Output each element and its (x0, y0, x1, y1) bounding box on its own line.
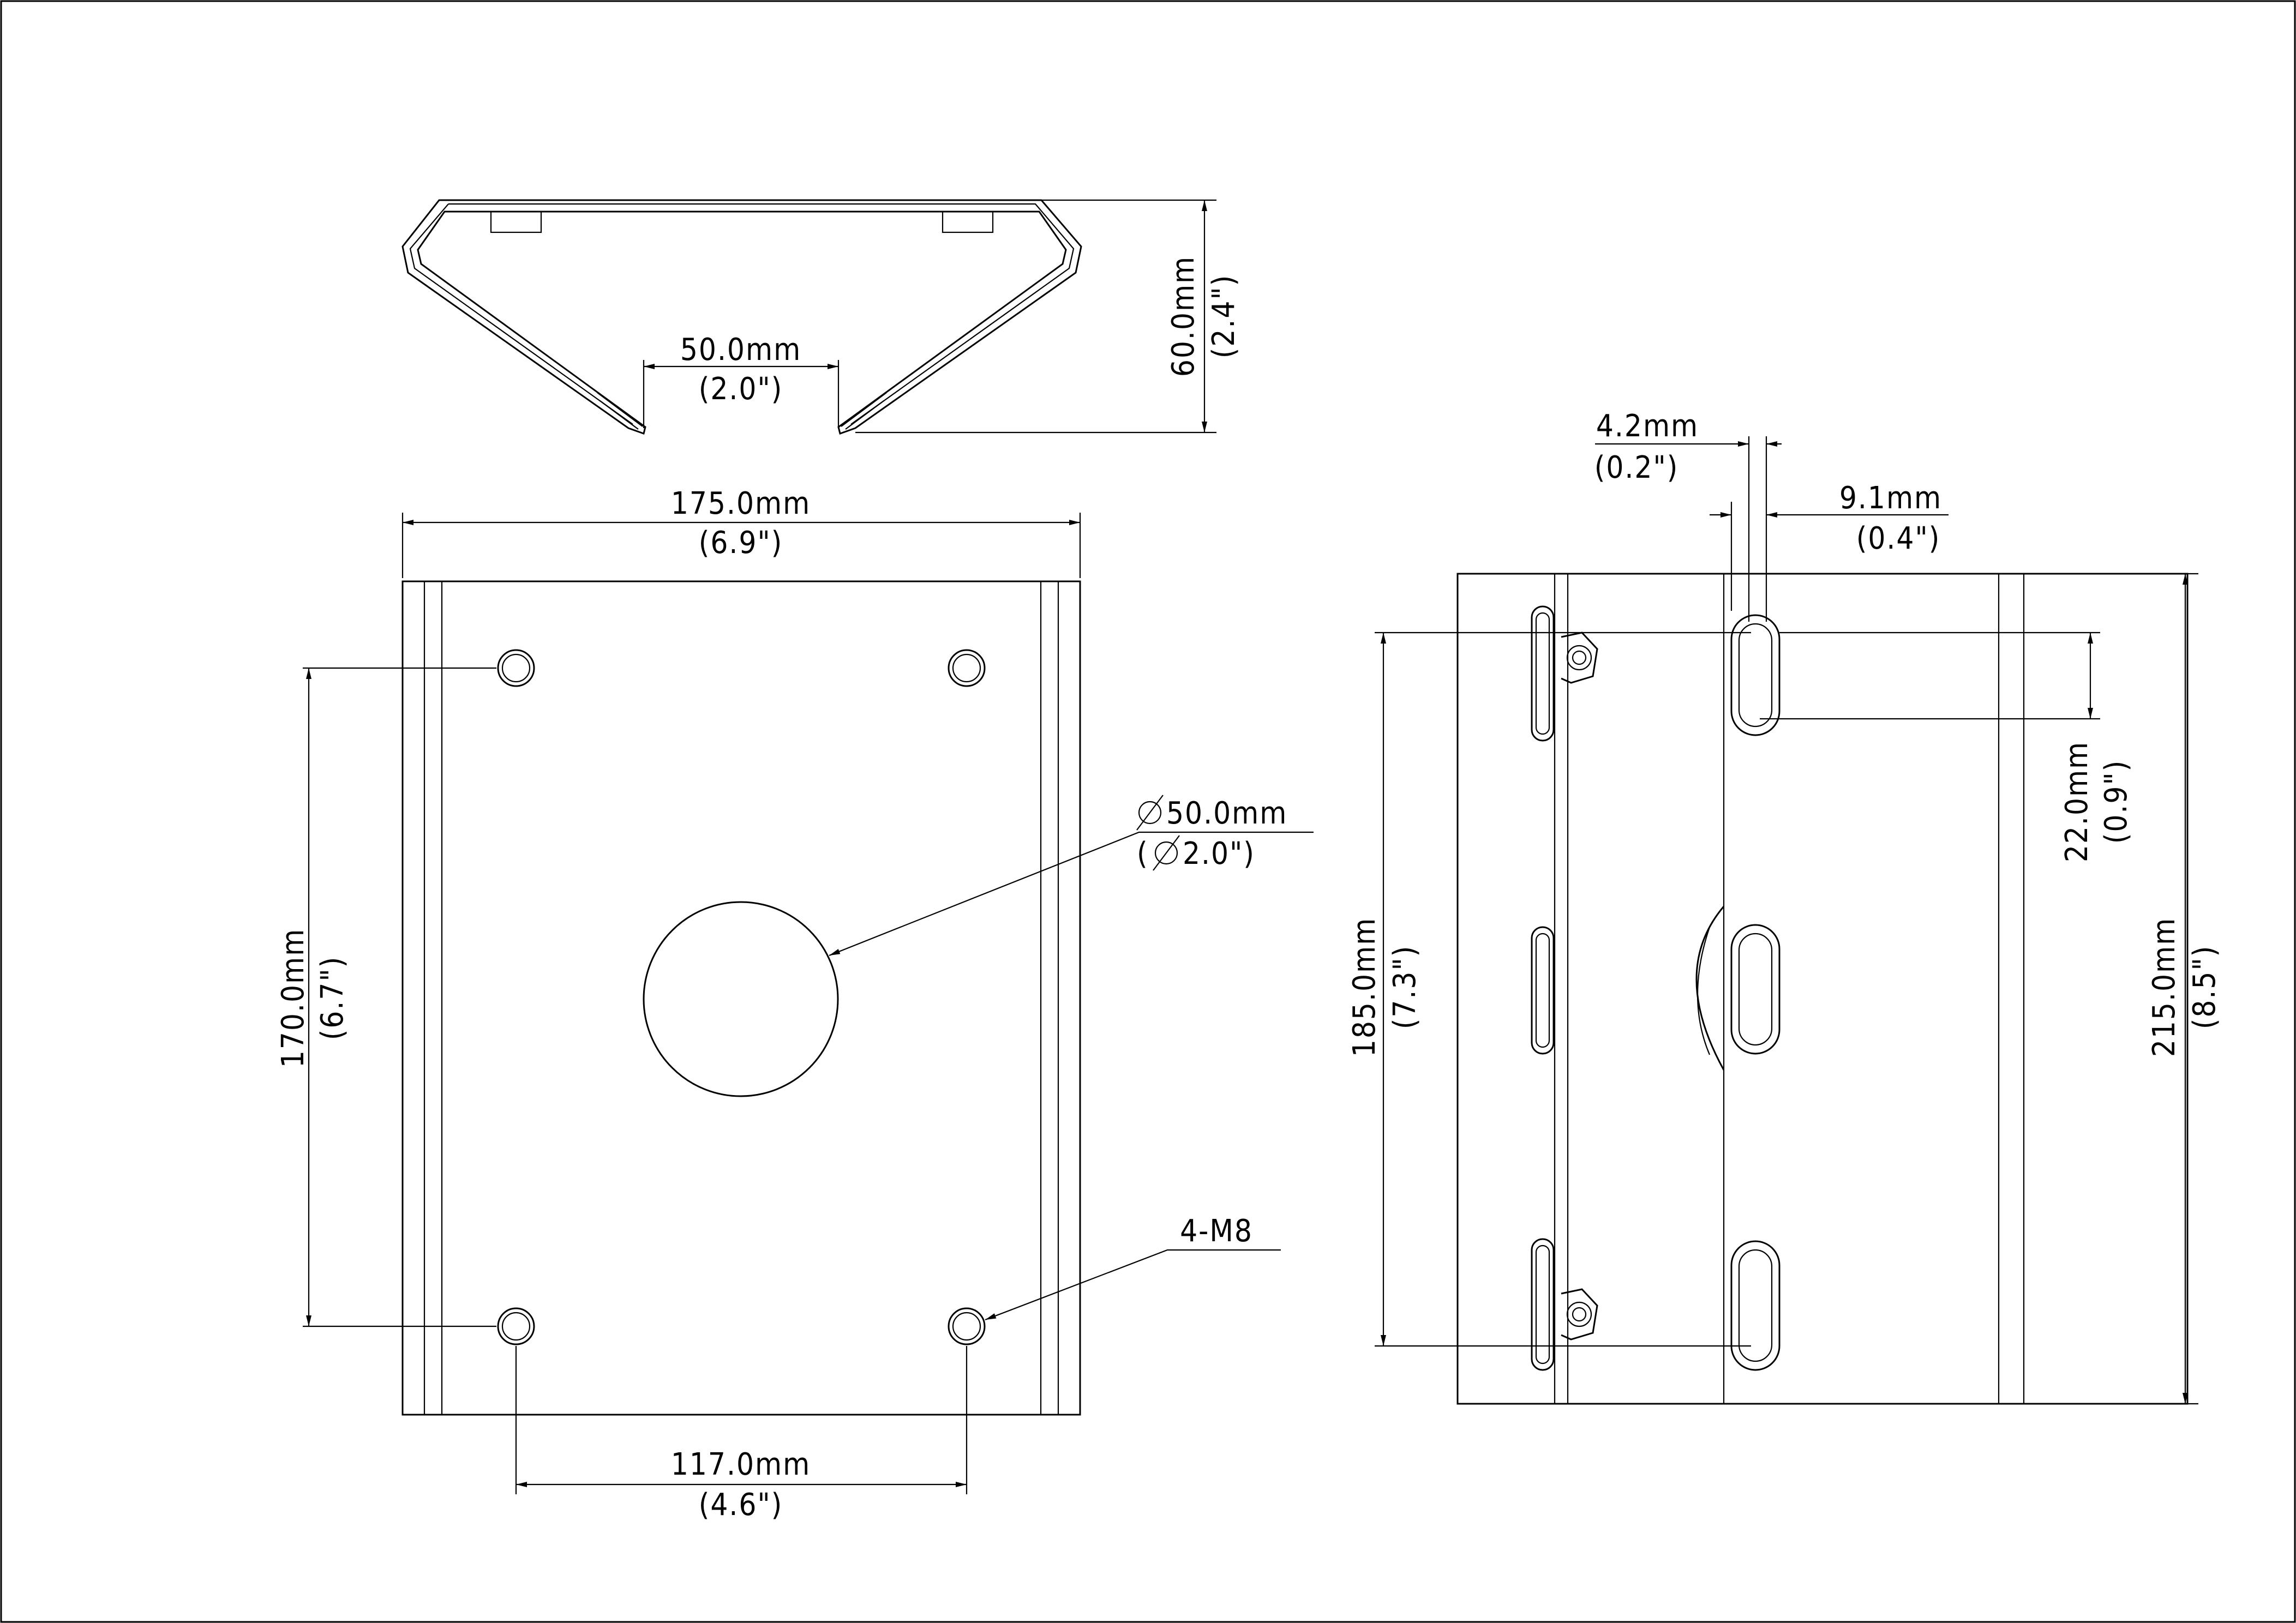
side-plate-outline (1456, 573, 2189, 1405)
side-center-bulge (1695, 906, 1725, 1071)
side-slotl-in: (0.9") (2099, 760, 2134, 844)
front-width-in: (6.9") (699, 525, 783, 561)
bolt-callout-label: 4-M8 (1180, 1213, 1253, 1249)
side-left-slot-mid (1531, 926, 1555, 1055)
mount-hole-bottom-right (948, 1307, 986, 1345)
side-left-slot-mid-inner (1535, 933, 1550, 1048)
side-left-slot-top (1531, 605, 1555, 742)
top-view-tab-left (490, 211, 542, 233)
mount-hole-bottom-left-inner (501, 1312, 531, 1341)
side-height-in: (8.5") (2187, 945, 2222, 1030)
center-hole-mm: 50.0mm (1166, 796, 1287, 831)
side-view: 4.2mm (0.2") 9.1mm (0.4") 22.0mm (0.9") … (1347, 408, 2222, 1405)
front-width-mm: 175.0mm (671, 486, 811, 521)
mount-hole-top-left-inner (501, 653, 531, 683)
mount-hole-top-left (497, 649, 535, 687)
front-plate-outline (401, 580, 1081, 1416)
top-height-mm: 60.0mm (1166, 256, 1201, 377)
front-view: 175.0mm (6.9") 170.0mm (6.7") 117.0mm (4… (275, 486, 1314, 1523)
side-left-slot-bottom (1531, 1238, 1555, 1371)
top-view-nut-left (597, 392, 643, 430)
side-span-in: (7.3") (1387, 945, 1423, 1030)
mount-hole-bottom-right-inner (952, 1312, 981, 1341)
side-sloto-in: (0.4") (1856, 521, 1941, 556)
front-hhole-mm: 117.0mm (671, 1447, 811, 1482)
front-vhole-mm: 170.0mm (275, 928, 311, 1068)
diameter-symbol-2 (1153, 835, 1180, 871)
side-slotl-mm: 22.0mm (2059, 741, 2095, 862)
side-right-slot-bottom (1730, 1240, 1781, 1371)
side-left-slot-bottom-inner (1535, 1245, 1550, 1364)
top-view: 60.0mm (2.4") 50.0mm (2.0") (401, 199, 1242, 435)
side-right-slot-mid (1730, 924, 1781, 1055)
front-hhole-in: (4.6") (699, 1487, 783, 1523)
top-gap-in: (2.0") (699, 371, 783, 407)
side-sloto-mm: 9.1mm (1839, 480, 1942, 516)
center-hole-leader (829, 831, 1314, 957)
top-view-nut-right (841, 392, 887, 430)
top-gap-mm: 50.0mm (680, 332, 801, 368)
side-left-slot-top-inner (1535, 612, 1550, 735)
mount-hole-bottom-left (497, 1307, 535, 1345)
side-slotw-in: (0.2") (1594, 450, 1679, 485)
top-view-tab-right (942, 211, 994, 233)
side-right-slot-top (1730, 614, 1781, 736)
side-right-slot-mid-inner (1738, 933, 1773, 1046)
diameter-symbol-1 (1136, 795, 1164, 831)
side-slotw-mm: 4.2mm (1596, 408, 1699, 444)
front-vhole-in: (6.7") (315, 956, 350, 1041)
center-hole-paren: ( (1137, 836, 1149, 871)
mount-hole-top-right (948, 649, 986, 687)
side-right-slot-bottom-inner (1738, 1249, 1773, 1362)
side-height-mm: 215.0mm (2147, 917, 2182, 1057)
side-right-slot-top-inner (1738, 623, 1773, 728)
center-hole-in: 2.0") (1183, 836, 1255, 871)
top-view-outer-profile (401, 199, 1082, 435)
side-nut-bottom (1561, 1288, 1598, 1341)
bolt-callout-leader (985, 1249, 1281, 1321)
side-nut-top (1561, 632, 1598, 684)
mount-hole-top-right-inner (952, 653, 981, 683)
top-height-in: (2.4") (1206, 274, 1242, 359)
center-cable-hole (643, 901, 839, 1097)
side-span-mm: 185.0mm (1347, 917, 1382, 1057)
top-view-inner-profile (409, 203, 1075, 425)
side-center-bulge-inner (1696, 927, 1711, 1055)
